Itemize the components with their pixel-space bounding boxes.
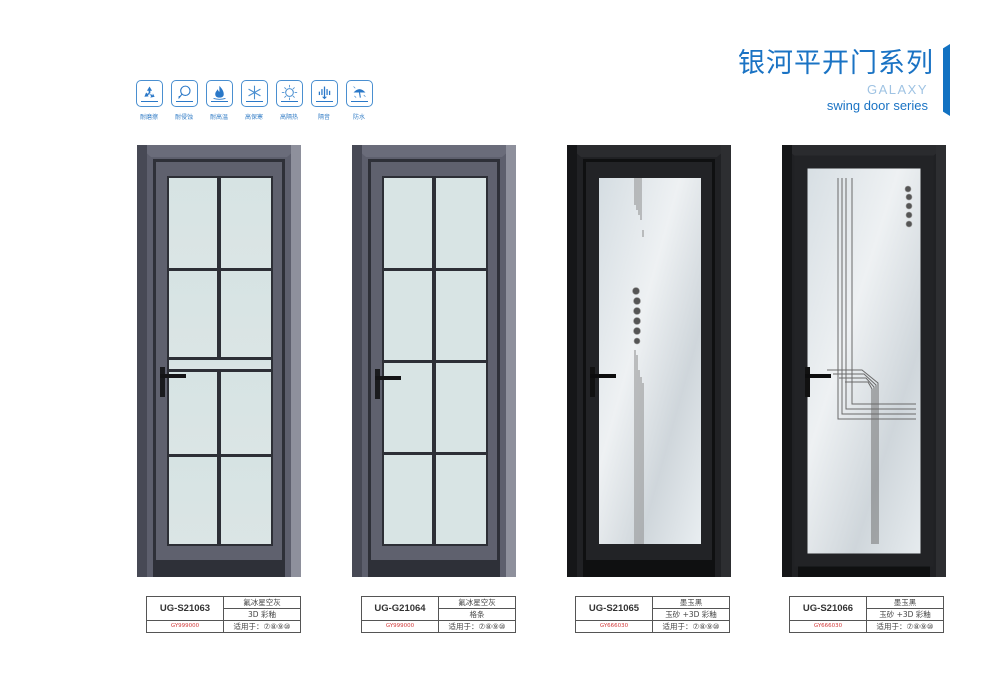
color-code: GY666030 — [789, 620, 867, 633]
recycle-icon — [135, 80, 163, 107]
umbrella-icon — [345, 80, 373, 107]
color-name: 墨玉黑 — [652, 596, 730, 609]
color-name: 氟冰星空灰 — [223, 596, 301, 609]
door-frame — [782, 145, 946, 577]
door-frame — [352, 145, 516, 577]
feature-cold-resistant: 高保寒 — [240, 80, 268, 121]
snowflake-icon — [240, 80, 268, 107]
door-frame — [567, 145, 731, 577]
spec-table-ug-s21066: UG-S21066 墨玉黑 玉砂 +3D 彩釉 GY666030 适用于：⑦⑧⑨… — [789, 596, 944, 633]
glass-type: 玉砂 +3D 彩釉 — [866, 608, 944, 621]
feature-waterproof: 防水 — [345, 80, 373, 121]
feature-wear-resistant: 耐磨擦 — [135, 80, 163, 121]
flame-icon — [205, 80, 233, 107]
color-name: 氟冰星空灰 — [438, 596, 516, 609]
color-code: GY999000 — [146, 620, 224, 633]
color-name: 墨玉黑 — [866, 596, 944, 609]
color-code: GY999000 — [361, 620, 439, 633]
door-ug-g21064[interactable] — [352, 145, 516, 577]
color-code: GY666030 — [575, 620, 653, 633]
model-number: UG-G21064 — [361, 596, 439, 621]
page-title: 银河平开门系列 — [738, 48, 934, 79]
glass-type: 3D 彩釉 — [223, 608, 301, 621]
feature-icons: 耐磨擦 耐侵蚀 耐高温 高保寒 高隔热 隔音 防水 — [135, 80, 373, 121]
series-subtitle: swing door series — [826, 98, 928, 113]
sound-insulation-icon — [310, 80, 338, 107]
sun-icon — [275, 80, 303, 107]
model-number: UG-S21066 — [789, 596, 867, 621]
feature-heat-resistant: 耐高温 — [205, 80, 233, 121]
spec-table-ug-g21064: UG-G21064 氟冰星空灰 格条 GY999000 适用于：⑦⑧⑨⑩ — [361, 596, 516, 633]
model-number: UG-S21065 — [575, 596, 653, 621]
spec-table-ug-s21063: UG-S21063 氟冰星空灰 3D 彩釉 GY999000 适用于：⑦⑧⑨⑩ — [146, 596, 301, 633]
glass-type: 玉砂 +3D 彩釉 — [652, 608, 730, 621]
applicable: 适用于：⑦⑧⑨⑩ — [223, 620, 301, 633]
series-name: GALAXY — [866, 82, 928, 97]
glass-type: 格条 — [438, 608, 516, 621]
spec-table-ug-s21065: UG-S21065 墨玉黑 玉砂 +3D 彩釉 GY666030 适用于：⑦⑧⑨… — [575, 596, 730, 633]
model-number: UG-S21063 — [146, 596, 224, 621]
corrosion-icon — [170, 80, 198, 107]
feature-sound-insulation: 隔音 — [310, 80, 338, 121]
feature-heat-insulation: 高隔热 — [275, 80, 303, 121]
door-ug-s21066[interactable] — [782, 145, 946, 577]
accent-bar — [943, 44, 950, 116]
feature-corrosion-resistant: 耐侵蚀 — [170, 80, 198, 121]
door-ug-s21063[interactable] — [137, 145, 301, 577]
applicable: 适用于：⑦⑧⑨⑩ — [652, 620, 730, 633]
door-frame — [137, 145, 301, 577]
applicable: 适用于：⑦⑧⑨⑩ — [438, 620, 516, 633]
applicable: 适用于：⑦⑧⑨⑩ — [866, 620, 944, 633]
door-ug-s21065[interactable] — [567, 145, 731, 577]
